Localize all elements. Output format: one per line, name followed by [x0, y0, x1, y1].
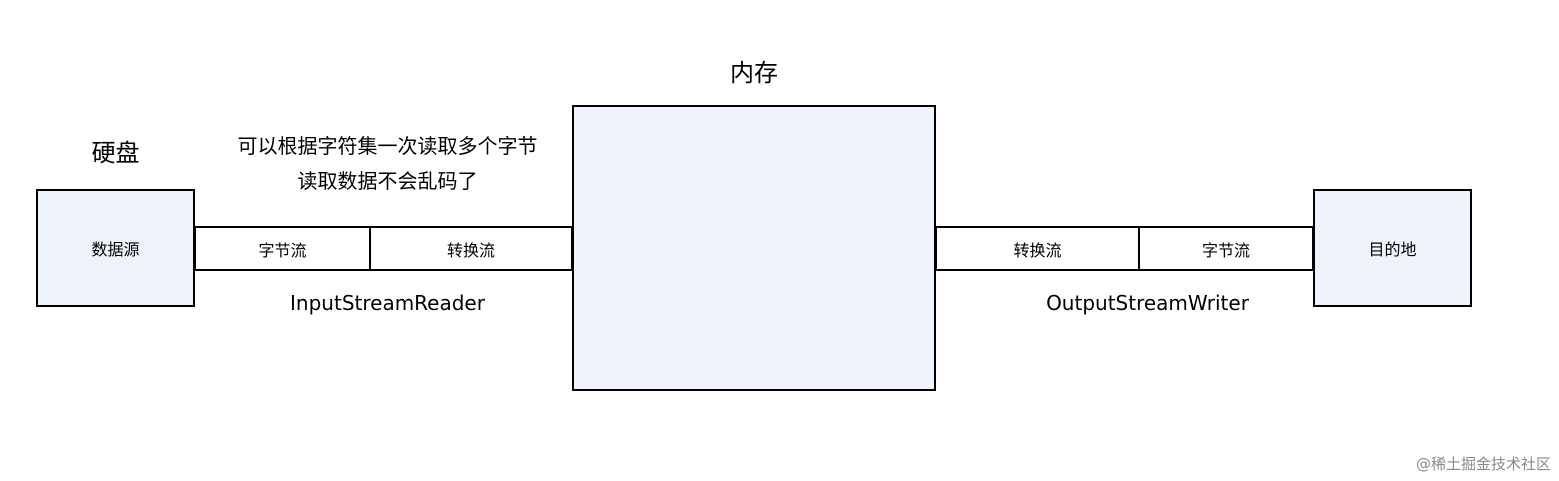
disk-title: 硬盘	[91, 139, 140, 167]
input-description: 可以根据字符集一次读取多个字节 读取数据不会乱码了	[205, 129, 570, 199]
input-description-line2: 读取数据不会乱码了	[297, 169, 478, 193]
input-converter-label: 转换流	[446, 240, 495, 260]
input-byte-stream-segment: 字节流	[194, 226, 371, 271]
data-source-box: 数据源	[36, 189, 195, 307]
destination-label: 目的地	[1368, 240, 1417, 259]
output-converter-label: 转换流	[1013, 240, 1062, 260]
input-description-line1: 可以根据字符集一次读取多个字节	[237, 134, 538, 158]
input-byte-stream-label: 字节流	[258, 240, 307, 260]
output-stream-writer-label: OutputStreamWriter	[1046, 291, 1249, 315]
watermark: @稀土掘金技术社区	[1415, 455, 1551, 473]
output-byte-stream-label: 字节流	[1201, 240, 1250, 260]
memory-box	[572, 105, 936, 391]
output-byte-stream-segment: 字节流	[1138, 226, 1314, 271]
memory-title: 内存	[730, 59, 778, 87]
input-converter-segment: 转换流	[369, 226, 573, 271]
output-converter-segment: 转换流	[935, 226, 1140, 271]
destination-box: 目的地	[1313, 189, 1472, 307]
data-source-label: 数据源	[91, 240, 140, 259]
input-stream-reader-label: InputStreamReader	[290, 291, 485, 315]
